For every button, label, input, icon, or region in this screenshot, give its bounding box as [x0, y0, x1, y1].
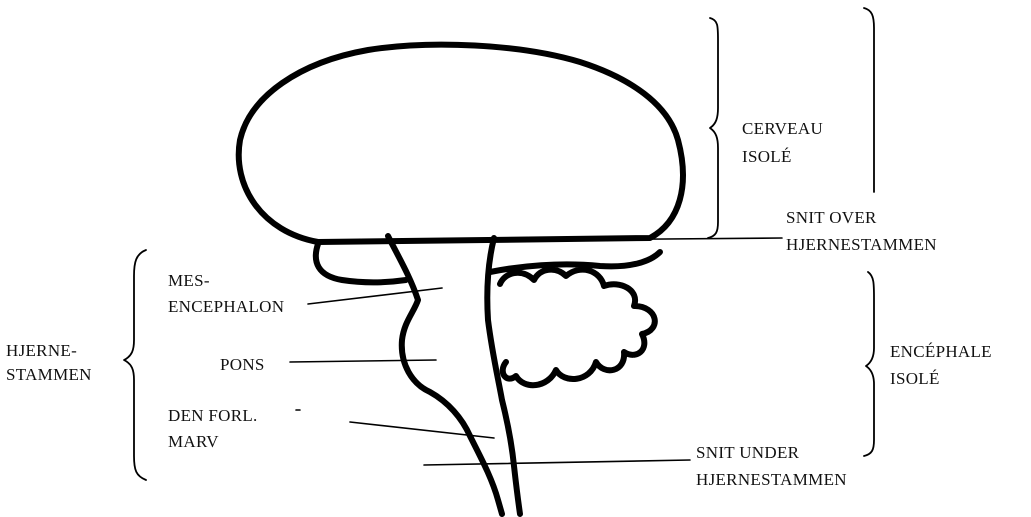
label-encephale-line2: ISOLÉ — [890, 369, 940, 388]
lower-cut-line — [424, 460, 690, 465]
label-encephale-line1: ENCÉPHALE — [890, 342, 992, 361]
label-cerveau-line2: ISOLÉ — [742, 147, 792, 166]
label-hjerne-line2: STAMMEN — [6, 365, 92, 384]
leader-pons — [290, 360, 436, 362]
leader-mesencephalon — [308, 288, 442, 304]
label-snit-over-line1: SNIT OVER — [786, 208, 877, 227]
label-mes-line2: ENCEPHALON — [168, 297, 284, 316]
cerebellum-outline — [490, 252, 660, 385]
label-snit-over-line2: HJERNESTAMMEN — [786, 235, 937, 254]
label-mes-line1: MES- — [168, 271, 210, 290]
label-snit-under-line2: HJERNESTAMMEN — [696, 470, 847, 489]
label-hjerne-line1: HJERNE- — [6, 341, 77, 360]
bracket-hjernestammen — [124, 250, 146, 480]
bracket-cerveau-isole — [708, 18, 718, 238]
cerebrum-outline — [239, 45, 683, 242]
bracket-outer-top — [864, 8, 874, 192]
label-marv-line2: MARV — [168, 432, 219, 451]
label-cerveau-line1: CERVEAU — [742, 119, 823, 138]
bracket-encephale-isole — [864, 272, 874, 456]
leader-medulla — [350, 422, 494, 438]
label-marv-line1: DEN FORL. — [168, 406, 258, 425]
label-pons: PONS — [220, 355, 265, 374]
label-snit-under-line1: SNIT UNDER — [696, 443, 800, 462]
